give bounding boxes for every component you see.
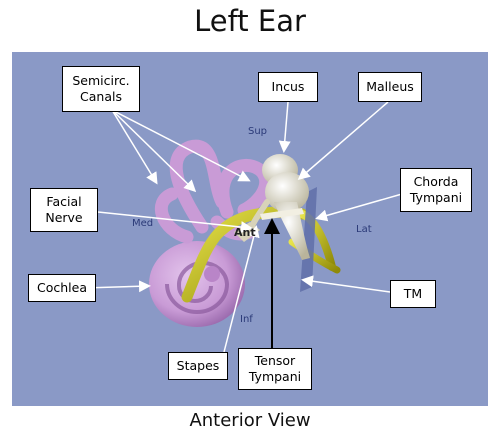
tympanic-membrane-shape bbox=[300, 187, 317, 292]
orientation-lat: Lat bbox=[356, 224, 372, 235]
orientation-med: Med bbox=[132, 218, 154, 229]
orientation-sup: Sup bbox=[248, 126, 268, 137]
label-facial-nerve: Facial Nerve bbox=[30, 188, 98, 232]
label-stapes: Stapes bbox=[168, 352, 228, 380]
label-tensor-tympani: Tensor Tympani bbox=[238, 348, 312, 390]
page-title: Left Ear bbox=[194, 4, 306, 38]
label-incus: Incus bbox=[258, 72, 318, 102]
orientation-ant: Ant bbox=[234, 226, 256, 239]
tensor-tympani-shape bbox=[260, 208, 304, 220]
label-cochlea: Cochlea bbox=[28, 274, 96, 302]
label-chorda-tympani: Chorda Tympani bbox=[400, 168, 472, 212]
label-malleus: Malleus bbox=[358, 72, 422, 102]
label-semicircular-canals: Semicirc. Canals bbox=[62, 66, 140, 112]
caption: Anterior View bbox=[189, 410, 311, 431]
anatomy-illustration bbox=[83, 101, 403, 353]
label-tm: TM bbox=[390, 280, 436, 308]
orientation-inf: Inf bbox=[240, 314, 253, 325]
